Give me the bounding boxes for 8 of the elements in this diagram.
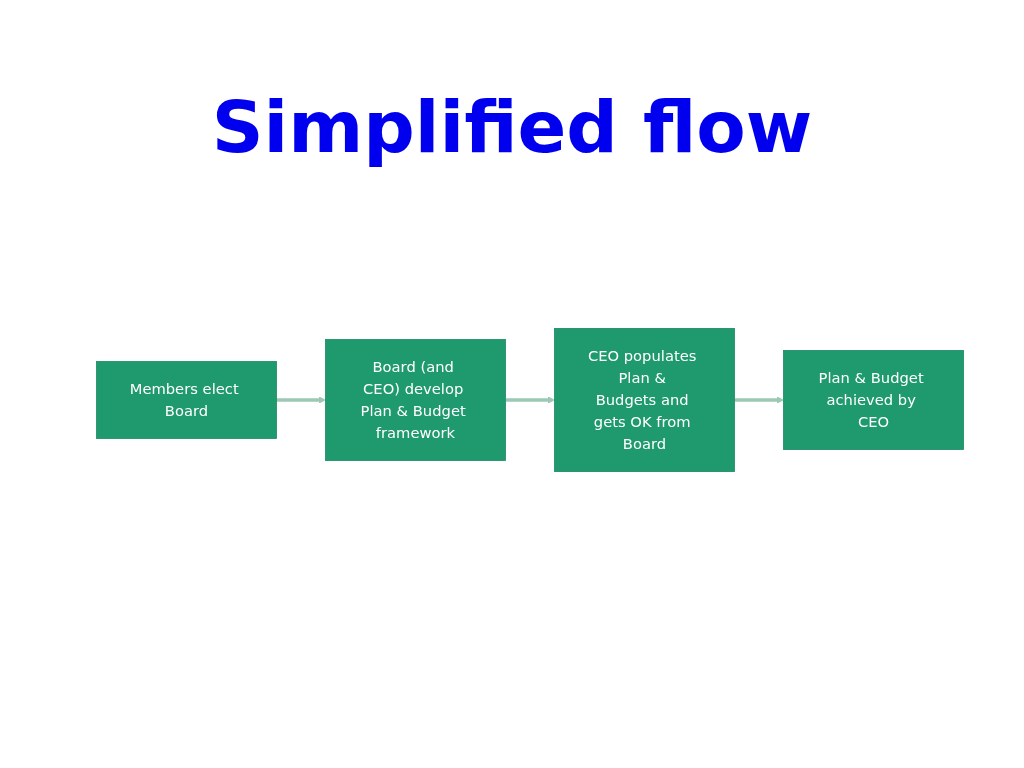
- arrow: [276, 396, 326, 404]
- node-box: Plan & Budget achieved by CEO: [783, 350, 964, 450]
- title: Simplified flow: [210, 85, 814, 169]
- node-box: Board (and CEO) develop Plan & Budget framework: [325, 339, 506, 461]
- node-box: Members elect Board: [96, 361, 277, 439]
- arrow: [734, 396, 784, 404]
- node-box: CEO populates Plan & Budgets and gets OK from Board: [554, 328, 735, 472]
- arrow: [505, 396, 555, 404]
